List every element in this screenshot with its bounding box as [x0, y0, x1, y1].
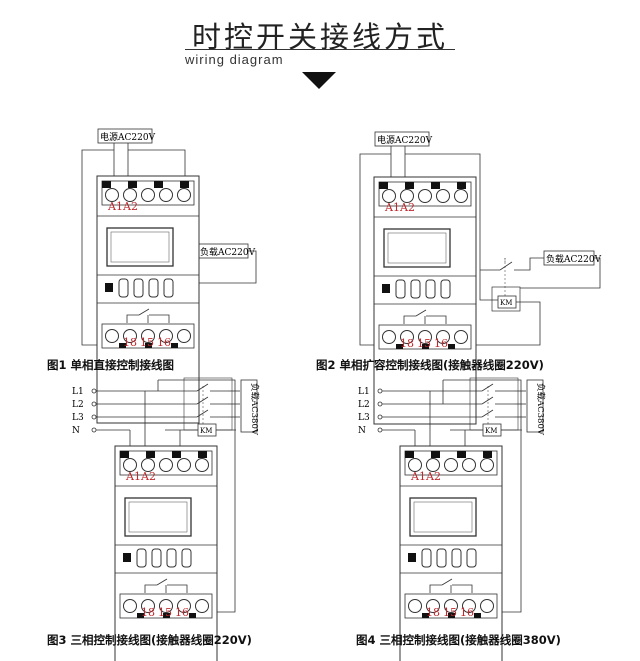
terminal-a1: A1 — [410, 470, 426, 483]
km-label: KM — [200, 427, 212, 435]
terminal-a1: A1 — [125, 470, 141, 483]
title-divider — [185, 49, 455, 50]
page-subtitle: wiring diagram — [185, 52, 284, 67]
terminal-16: 16 — [434, 337, 448, 350]
terminal-18: 18 — [426, 606, 440, 619]
figure-3-caption: 图3 三相控制接线图(接触器线圈220V) — [47, 633, 252, 647]
phase-l2-label: L2 — [72, 400, 84, 410]
figure-1-caption: 图1 单相直接控制接线图 — [47, 358, 175, 372]
load-label: 负载AC220V — [546, 253, 602, 265]
terminal-18: 18 — [400, 337, 414, 350]
page-title: 时控开关接线方式 — [191, 20, 448, 54]
figure-1: 电源AC220V 负载AC220V A1 A2 18 15 16 — [81, 128, 257, 424]
load-label: 负载AC220V — [200, 246, 256, 258]
load-label-380: 负载AC380V — [249, 383, 260, 436]
terminal-15: 15 — [158, 606, 172, 619]
km-label: KM — [485, 427, 497, 435]
terminal-18: 18 — [123, 336, 137, 349]
terminal-16: 16 — [175, 606, 189, 619]
phase-l1-label: L1 — [72, 387, 84, 397]
terminal-15: 15 — [443, 606, 457, 619]
figure-4-caption: 图4 三相控制接线图(接触器线圈380V) — [356, 633, 561, 647]
down-arrow-icon — [302, 72, 336, 89]
terminal-a2: A2 — [399, 201, 415, 214]
terminal-15: 15 — [140, 336, 154, 349]
km-label: KM — [500, 299, 512, 307]
figure-2-caption: 图2 单相扩容控制接线图(接触器线圈220V) — [316, 358, 544, 372]
terminal-a2: A2 — [122, 200, 138, 213]
terminal-a2: A2 — [425, 470, 441, 483]
terminal-16: 16 — [460, 606, 474, 619]
phase-l3-label: L3 — [72, 413, 84, 423]
figure-2: 电源AC220V 负载AC220V KM A1 A2 18 15 16 — [359, 131, 602, 425]
terminal-16: 16 — [157, 336, 171, 349]
power-label: 电源AC220V — [100, 131, 156, 143]
power-label: 电源AC220V — [377, 134, 433, 146]
phase-l2-label: L2 — [358, 400, 370, 410]
phase-l3-label: L3 — [358, 413, 370, 423]
load-label-380: 负载AC380V — [535, 383, 546, 436]
phase-l1-label: L1 — [358, 387, 370, 397]
terminal-a1: A1 — [107, 200, 123, 213]
figure-4: L1 L2 L3 N 负载AC380V — [358, 377, 546, 661]
terminal-a2: A2 — [140, 470, 156, 483]
terminal-18: 18 — [141, 606, 155, 619]
terminal-a1: A1 — [384, 201, 400, 214]
neutral-label: N — [358, 426, 366, 436]
terminal-15: 15 — [417, 337, 431, 350]
figure-3: L1 L2 L3 N — [72, 377, 260, 661]
neutral-label: N — [72, 426, 80, 436]
